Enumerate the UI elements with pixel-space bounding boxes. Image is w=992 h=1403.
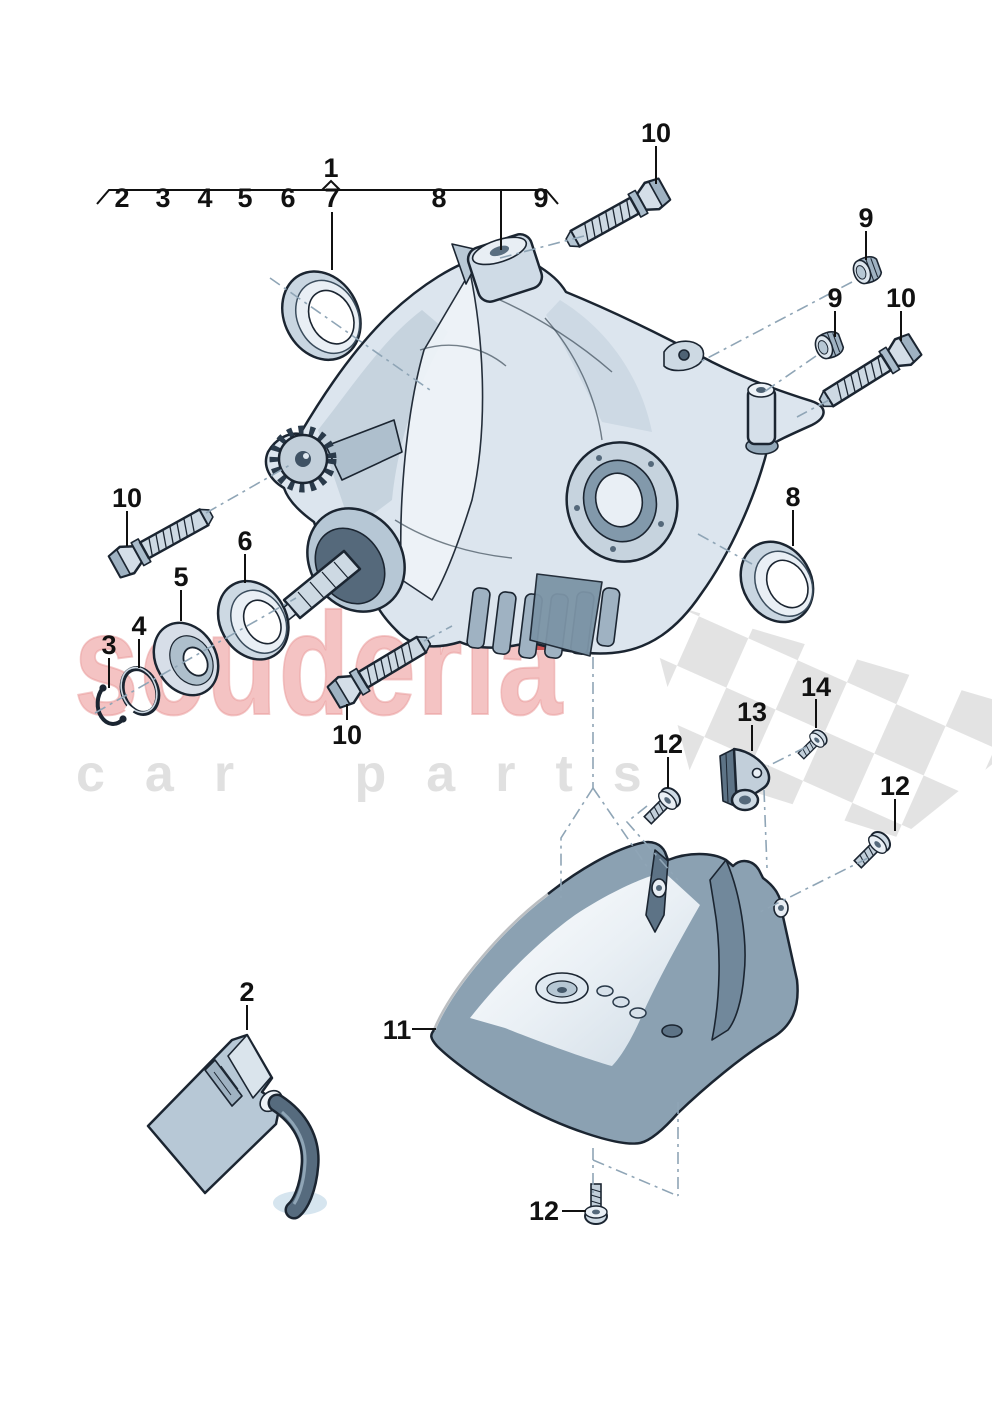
- callout-10-center: 10: [332, 720, 362, 750]
- callout-1: 1: [323, 153, 338, 183]
- cover-screw-12-bottom: [584, 1183, 608, 1225]
- hex-bolt-10-top: [559, 174, 673, 257]
- callout-bracket-6: 6: [280, 183, 295, 213]
- callout-9-lower: 9: [827, 283, 842, 313]
- axle-oil-bottle-2: [146, 1033, 327, 1220]
- heat-shield-flap: [529, 573, 603, 657]
- assembly-bracket: [96, 189, 559, 205]
- hex-bolt-10-center: [325, 626, 438, 712]
- differential-housing: [264, 233, 825, 659]
- callout-9-upper: 9: [858, 203, 873, 233]
- callout-10-right: 10: [886, 283, 916, 313]
- callout-14: 14: [801, 672, 831, 702]
- watermark-checkered-flag: [648, 598, 992, 838]
- retainer-bracket-13: [719, 747, 771, 812]
- callout-2: 2: [239, 977, 254, 1007]
- callout-bracket-9: 9: [533, 183, 548, 213]
- circlip-3: [95, 684, 127, 726]
- oil-seal-6: [216, 579, 290, 661]
- callout-11: 11: [383, 1015, 412, 1045]
- rear-cover-bore: [565, 441, 679, 563]
- top-mount-bushing: [451, 233, 544, 303]
- callout-bracket-5: 5: [237, 183, 252, 213]
- callout-bracket-3: 3: [155, 183, 170, 213]
- callout-6: 6: [237, 526, 252, 556]
- callout-bracket-2: 2: [114, 183, 129, 213]
- oil-seal-8: [739, 540, 815, 624]
- right-mount-pin: [663, 340, 779, 455]
- oil-seal-7: [281, 270, 362, 362]
- output-hub-shaft: [264, 507, 406, 633]
- callout-12-left: 12: [653, 729, 683, 759]
- callout-3: 3: [101, 630, 116, 660]
- screw-plug-9-lower: [811, 328, 847, 363]
- callout-bracket-4: 4: [197, 183, 212, 213]
- cover-floor: [470, 872, 700, 1066]
- callout-bracket-7: 7: [324, 183, 339, 213]
- leader-lines: [94, 235, 869, 1197]
- watermark-tagline-text: car parts: [76, 745, 682, 803]
- cover-right-flange: [709, 859, 746, 1041]
- left-serrated-mount: [269, 419, 403, 493]
- callout-10-top: 10: [641, 118, 671, 148]
- cover-screw-12-right: [849, 827, 895, 873]
- round-seal-ring-4: [119, 666, 161, 716]
- callout-13: 13: [737, 697, 767, 727]
- thrust-washer-5: [152, 621, 220, 697]
- housing-cooling-fins: [466, 573, 621, 659]
- callout-4: 4: [131, 611, 146, 641]
- callout-12-right: 12: [880, 771, 910, 801]
- callout-8: 8: [785, 482, 800, 512]
- callout-12-bottom: 12: [529, 1196, 559, 1226]
- callout-bracket-8: 8: [431, 183, 446, 213]
- callout-lines: [96, 146, 902, 1212]
- cover-grommet: [535, 972, 589, 1004]
- callout-10-left: 10: [112, 483, 142, 513]
- callout-5: 5: [173, 562, 188, 592]
- final-drive-cover-11: [430, 840, 799, 1145]
